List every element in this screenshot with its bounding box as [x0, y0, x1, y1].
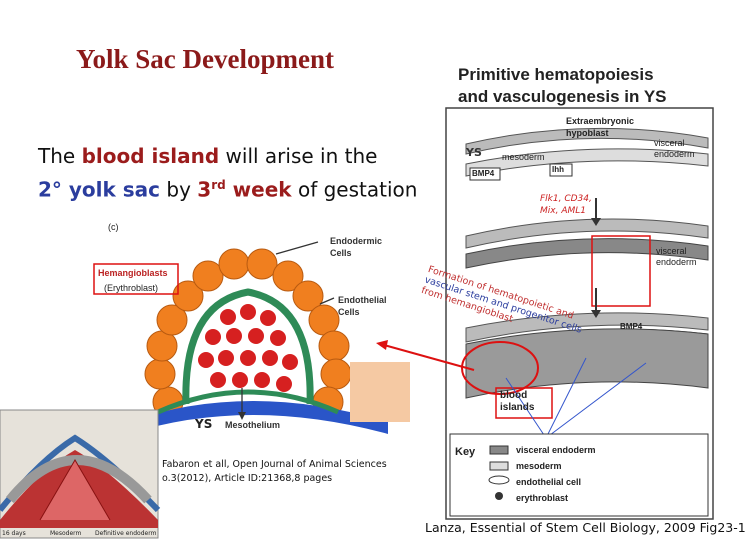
reference-line-2: o.3(2012), Article ID:21368,8 pages — [162, 473, 333, 484]
key-label: Key — [455, 446, 476, 458]
extraembryonic-label-2: hypoblast — [566, 128, 609, 138]
key-item-3: endothelial cell — [516, 477, 582, 487]
slide-title: Yolk Sac Development — [76, 44, 334, 74]
endothelial-label-1: Endothelial — [338, 295, 387, 305]
extraembryonic-label-1: Extraembryonic — [566, 116, 635, 126]
body-line-1: The blood island will arise in the — [38, 142, 417, 171]
embryo-thumbnail — [0, 409, 161, 539]
text-segment: of gestation — [291, 177, 418, 202]
thumb-definitive-endoderm: Definitive endoderm — [95, 530, 157, 537]
ihh-box — [549, 163, 573, 177]
right-title-line-1: Primitive hematopoiesis — [458, 65, 654, 84]
reference-lanza: Lanza, Essential of Stem Cell Biology, 2… — [425, 520, 746, 535]
hemangioblasts-label: Hemangioblasts — [98, 268, 168, 278]
body-text: The blood island will arise in the 2° yo… — [38, 142, 417, 205]
endodermic-label-1: Endodermic — [330, 236, 383, 246]
endodermic-cells — [144, 248, 352, 418]
ys-right-label: YS — [466, 146, 482, 159]
text-segment: by — [160, 177, 198, 202]
blood-islands-label-1: blood — [500, 390, 528, 401]
endothelial-label-2: Cells — [338, 307, 360, 317]
reference-line-1: Fabaron et all, Open Journal of Animal S… — [162, 459, 387, 470]
mesoderm-label: mesoderm — [502, 152, 545, 162]
visceral-mid-label-1: visceral — [656, 246, 687, 256]
flk1-label: Flk1, CD34, — [540, 194, 592, 204]
ys-label: YS — [195, 417, 213, 431]
erythroblast-label: (Erythroblast) — [104, 283, 159, 293]
reference-fabaron: Fabaron et all, Open Journal of Animal S… — [162, 458, 387, 486]
right-diagram-title: Primitive hematopoiesis and vasculogenes… — [458, 64, 667, 108]
text-segment: The — [38, 144, 82, 168]
ordinal-suffix: rd — [211, 178, 226, 192]
mix-label: Mix, AML1 — [540, 206, 586, 216]
hemangioblast-box — [93, 263, 179, 295]
ihh-label: Ihh — [552, 165, 564, 174]
bmp4-label: BMP4 — [472, 169, 495, 178]
right-title-line-2: and vasculogenesis in YS — [458, 87, 667, 106]
text-segment: will arise in the — [219, 144, 378, 168]
connecting-arrow — [376, 340, 475, 371]
thumb-mesoderm: Mesoderm — [50, 530, 82, 537]
highlight-week-number: 3 — [197, 177, 212, 202]
endodermic-label-2: Cells — [330, 248, 352, 258]
blood-islands-label-2: islands — [500, 402, 535, 413]
key-item-2: mesoderm — [516, 461, 562, 471]
thumb-days: 16 days — [2, 530, 26, 537]
bmp4-box — [469, 167, 501, 181]
erythroblasts — [198, 304, 298, 392]
highlight-yolk-sac: 2° yolk sac — [38, 177, 161, 202]
highlight-week: week — [225, 177, 292, 202]
key-item-1: visceral endoderm — [516, 445, 596, 455]
visceral-label-1: visceral — [654, 138, 685, 148]
hematopoiesis-diagram — [445, 107, 714, 520]
highlight-blood-island: blood island — [81, 144, 220, 168]
panel-label: (c) — [108, 222, 119, 232]
visceral-label-2: endoderm — [654, 149, 695, 159]
bmp4-bottom-label: BMP4 — [620, 322, 643, 331]
visceral-mid-label-2: endoderm — [656, 257, 697, 267]
body-line-2: 2° yolk sac by 3rd week of gestation — [38, 171, 417, 205]
key-item-4: erythroblast — [516, 493, 569, 503]
mesothelium-label: Mesothelium — [225, 420, 281, 430]
